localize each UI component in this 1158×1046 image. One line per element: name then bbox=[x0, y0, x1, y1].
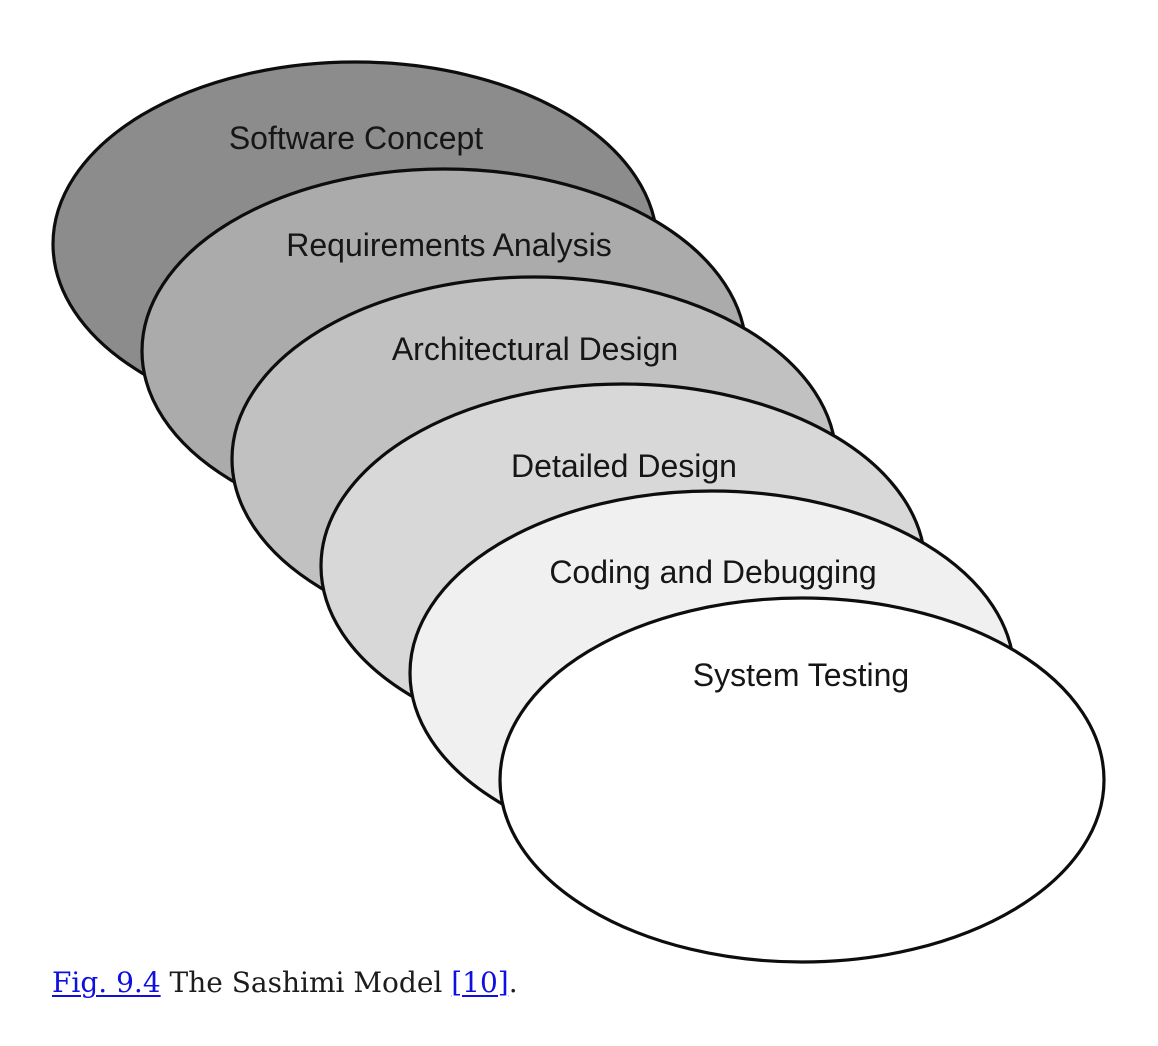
stage-label-requirements-analysis: Requirements Analysis bbox=[286, 227, 611, 263]
stage-label-coding-and-debugging: Coding and Debugging bbox=[549, 554, 876, 590]
stage-label-software-concept: Software Concept bbox=[229, 120, 483, 156]
stage-ellipse-system-testing bbox=[498, 596, 1106, 964]
stage-label-detailed-design: Detailed Design bbox=[511, 448, 737, 484]
caption-title-text: The Sashimi Model bbox=[169, 966, 443, 999]
citation-link[interactable]: [10] bbox=[451, 966, 509, 999]
sashimi-model-diagram: Software Concept Requirements Analysis A… bbox=[51, 60, 1106, 964]
stage-label-architectural-design: Architectural Design bbox=[392, 331, 678, 367]
figure-caption: Fig. 9.4 The Sashimi Model [10]. bbox=[52, 966, 518, 1000]
caption-period: . bbox=[508, 966, 518, 999]
stage-label-system-testing: System Testing bbox=[693, 657, 909, 693]
figure-number-link[interactable]: Fig. 9.4 bbox=[52, 966, 161, 999]
